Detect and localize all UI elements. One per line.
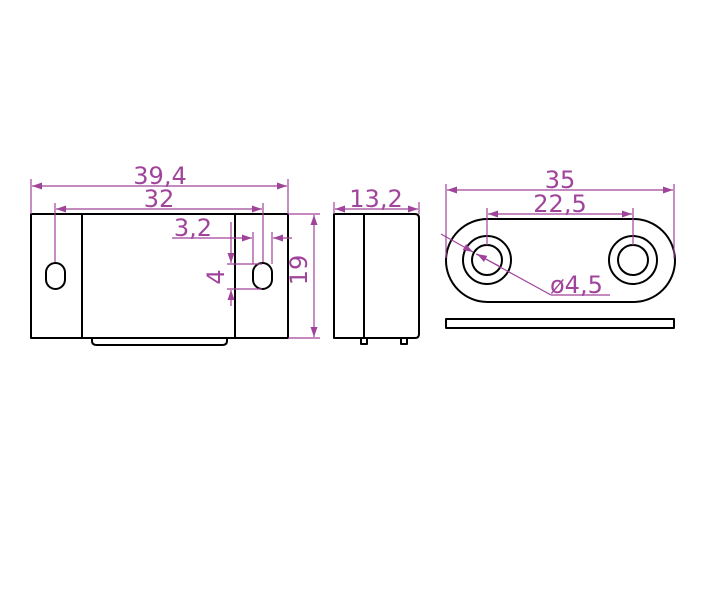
side-body-outline: [333, 213, 420, 339]
dim-text-4: 4: [202, 269, 230, 284]
dim-depth: 13,2: [333, 185, 420, 214]
dim-height: 19: [285, 213, 320, 339]
side-pin-left: [360, 337, 368, 345]
dim-plate-length: 35: [445, 166, 675, 258]
dim-text-3-2: 3,2: [174, 214, 212, 242]
dim-plate-hole-spacing: 22,5: [486, 190, 634, 245]
dim-hole-spacing: 32: [54, 185, 264, 262]
side-view: [333, 213, 420, 345]
dim-text-22-5: 22,5: [533, 190, 586, 218]
front-view: [30, 213, 289, 346]
front-right-slot: [252, 262, 273, 290]
dim-slot-height: 4: [202, 222, 262, 306]
dim-text-13-2: 13,2: [349, 185, 402, 213]
plate-right-hole-inner: [617, 244, 649, 276]
dim-overall-length: 39,4: [30, 162, 289, 214]
plate-outline: [445, 218, 676, 303]
dim-text-19: 19: [285, 255, 313, 286]
dim-text-39-4: 39,4: [133, 162, 186, 190]
front-bottom-foot: [91, 338, 228, 346]
dimensions: 39,4 32 3,2 4: [30, 162, 675, 339]
plate-side-view: [445, 318, 675, 329]
side-pin-right: [400, 337, 408, 345]
dim-text-32: 32: [144, 185, 175, 213]
dim-text-d4-5: ø4,5: [550, 271, 603, 299]
front-body-outline: [30, 213, 289, 339]
front-left-slot: [45, 262, 66, 290]
dim-text-35: 35: [545, 166, 576, 194]
dim-slot-width: 3,2: [172, 214, 292, 264]
dim-hole-diameter: ø4,5: [440, 233, 610, 299]
